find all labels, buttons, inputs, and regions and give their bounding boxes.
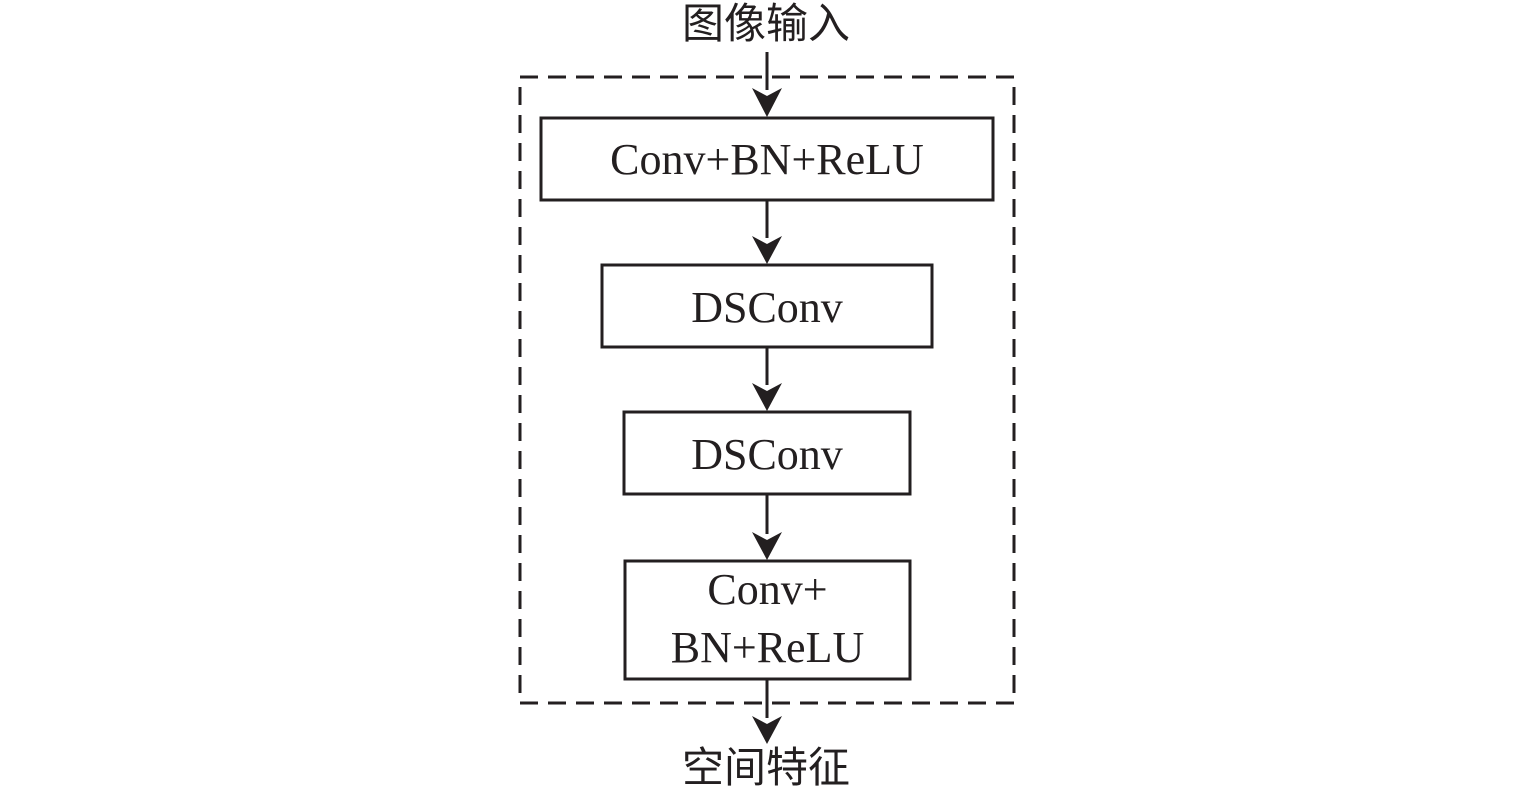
conv-bn-relu-label: Conv+BN+ReLU <box>610 135 924 184</box>
dsconv-label-2: DSConv <box>691 430 843 479</box>
output-label: 空间特征 <box>681 743 850 792</box>
arrow-input <box>752 52 782 117</box>
arrow-output <box>752 679 782 744</box>
arrow-1 <box>752 200 782 264</box>
conv-bn-relu-label-line-1: Conv+ <box>707 565 828 614</box>
conv-bn-relu-label-line-2: BN+ReLU <box>670 623 865 672</box>
arrow-3 <box>752 494 782 560</box>
dsconv-block-1 <box>600 263 934 349</box>
arrow-2 <box>752 347 782 411</box>
conv-bn-relu-block-2 <box>623 559 912 681</box>
input-label: 图像输入 <box>681 0 850 48</box>
conv-bn-relu-block <box>539 116 995 202</box>
dsconv-label-1: DSConv <box>691 283 843 332</box>
